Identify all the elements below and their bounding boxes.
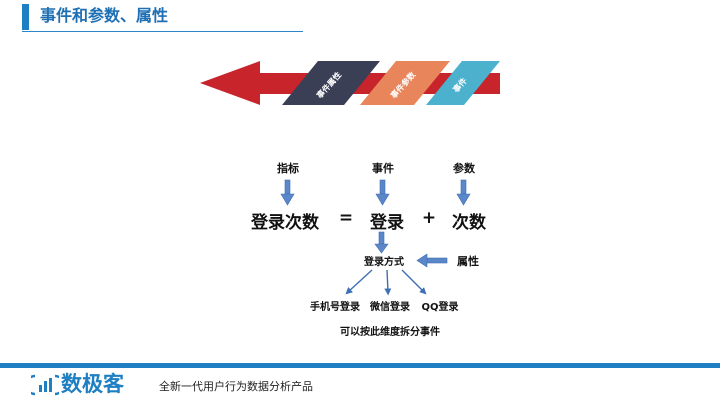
arrow-attribute-left [416,253,448,268]
term-login: 登录 [370,213,404,233]
ribbon-segment-attribute [282,61,380,105]
arrow-param-down [456,179,471,206]
arrow-metric-down [280,179,295,206]
term-count: 次数 [452,213,486,233]
brand-logo-icon [31,374,59,396]
arrow-event-down [375,179,390,206]
label-metric: 指标 [277,162,299,175]
term-login-count: 登录次数 [251,213,319,233]
page-title: 事件和参数、属性 [40,6,169,25]
login-method: 登录方式 [364,257,404,268]
split-note: 可以按此维度拆分事件 [340,327,440,338]
branch-line-phone [345,269,373,295]
branch-line-wechat [384,269,392,296]
ribbon-segment-param [360,61,450,105]
ribbon-segment-event [426,61,500,105]
title-underline [22,31,303,32]
event-ribbon-graphic: 事件属性 事件参数 事件 [200,61,500,105]
operator-plus: + [421,208,437,228]
brand-slogan: 全新一代用户行为数据分析产品 [159,380,313,393]
title-accent-bar [22,4,29,30]
label-param: 参数 [453,162,475,175]
method-qq: QQ登录 [421,302,459,313]
method-wechat: 微信登录 [370,302,410,313]
label-event: 事件 [372,162,394,175]
method-phone: 手机号登录 [310,302,360,313]
operator-equals: = [338,208,354,228]
label-attribute: 属性 [457,255,479,268]
brand-name: 数极客 [61,372,124,396]
arrow-login-to-method [374,231,389,254]
footer-band [0,363,720,368]
branch-line-qq [401,269,427,295]
